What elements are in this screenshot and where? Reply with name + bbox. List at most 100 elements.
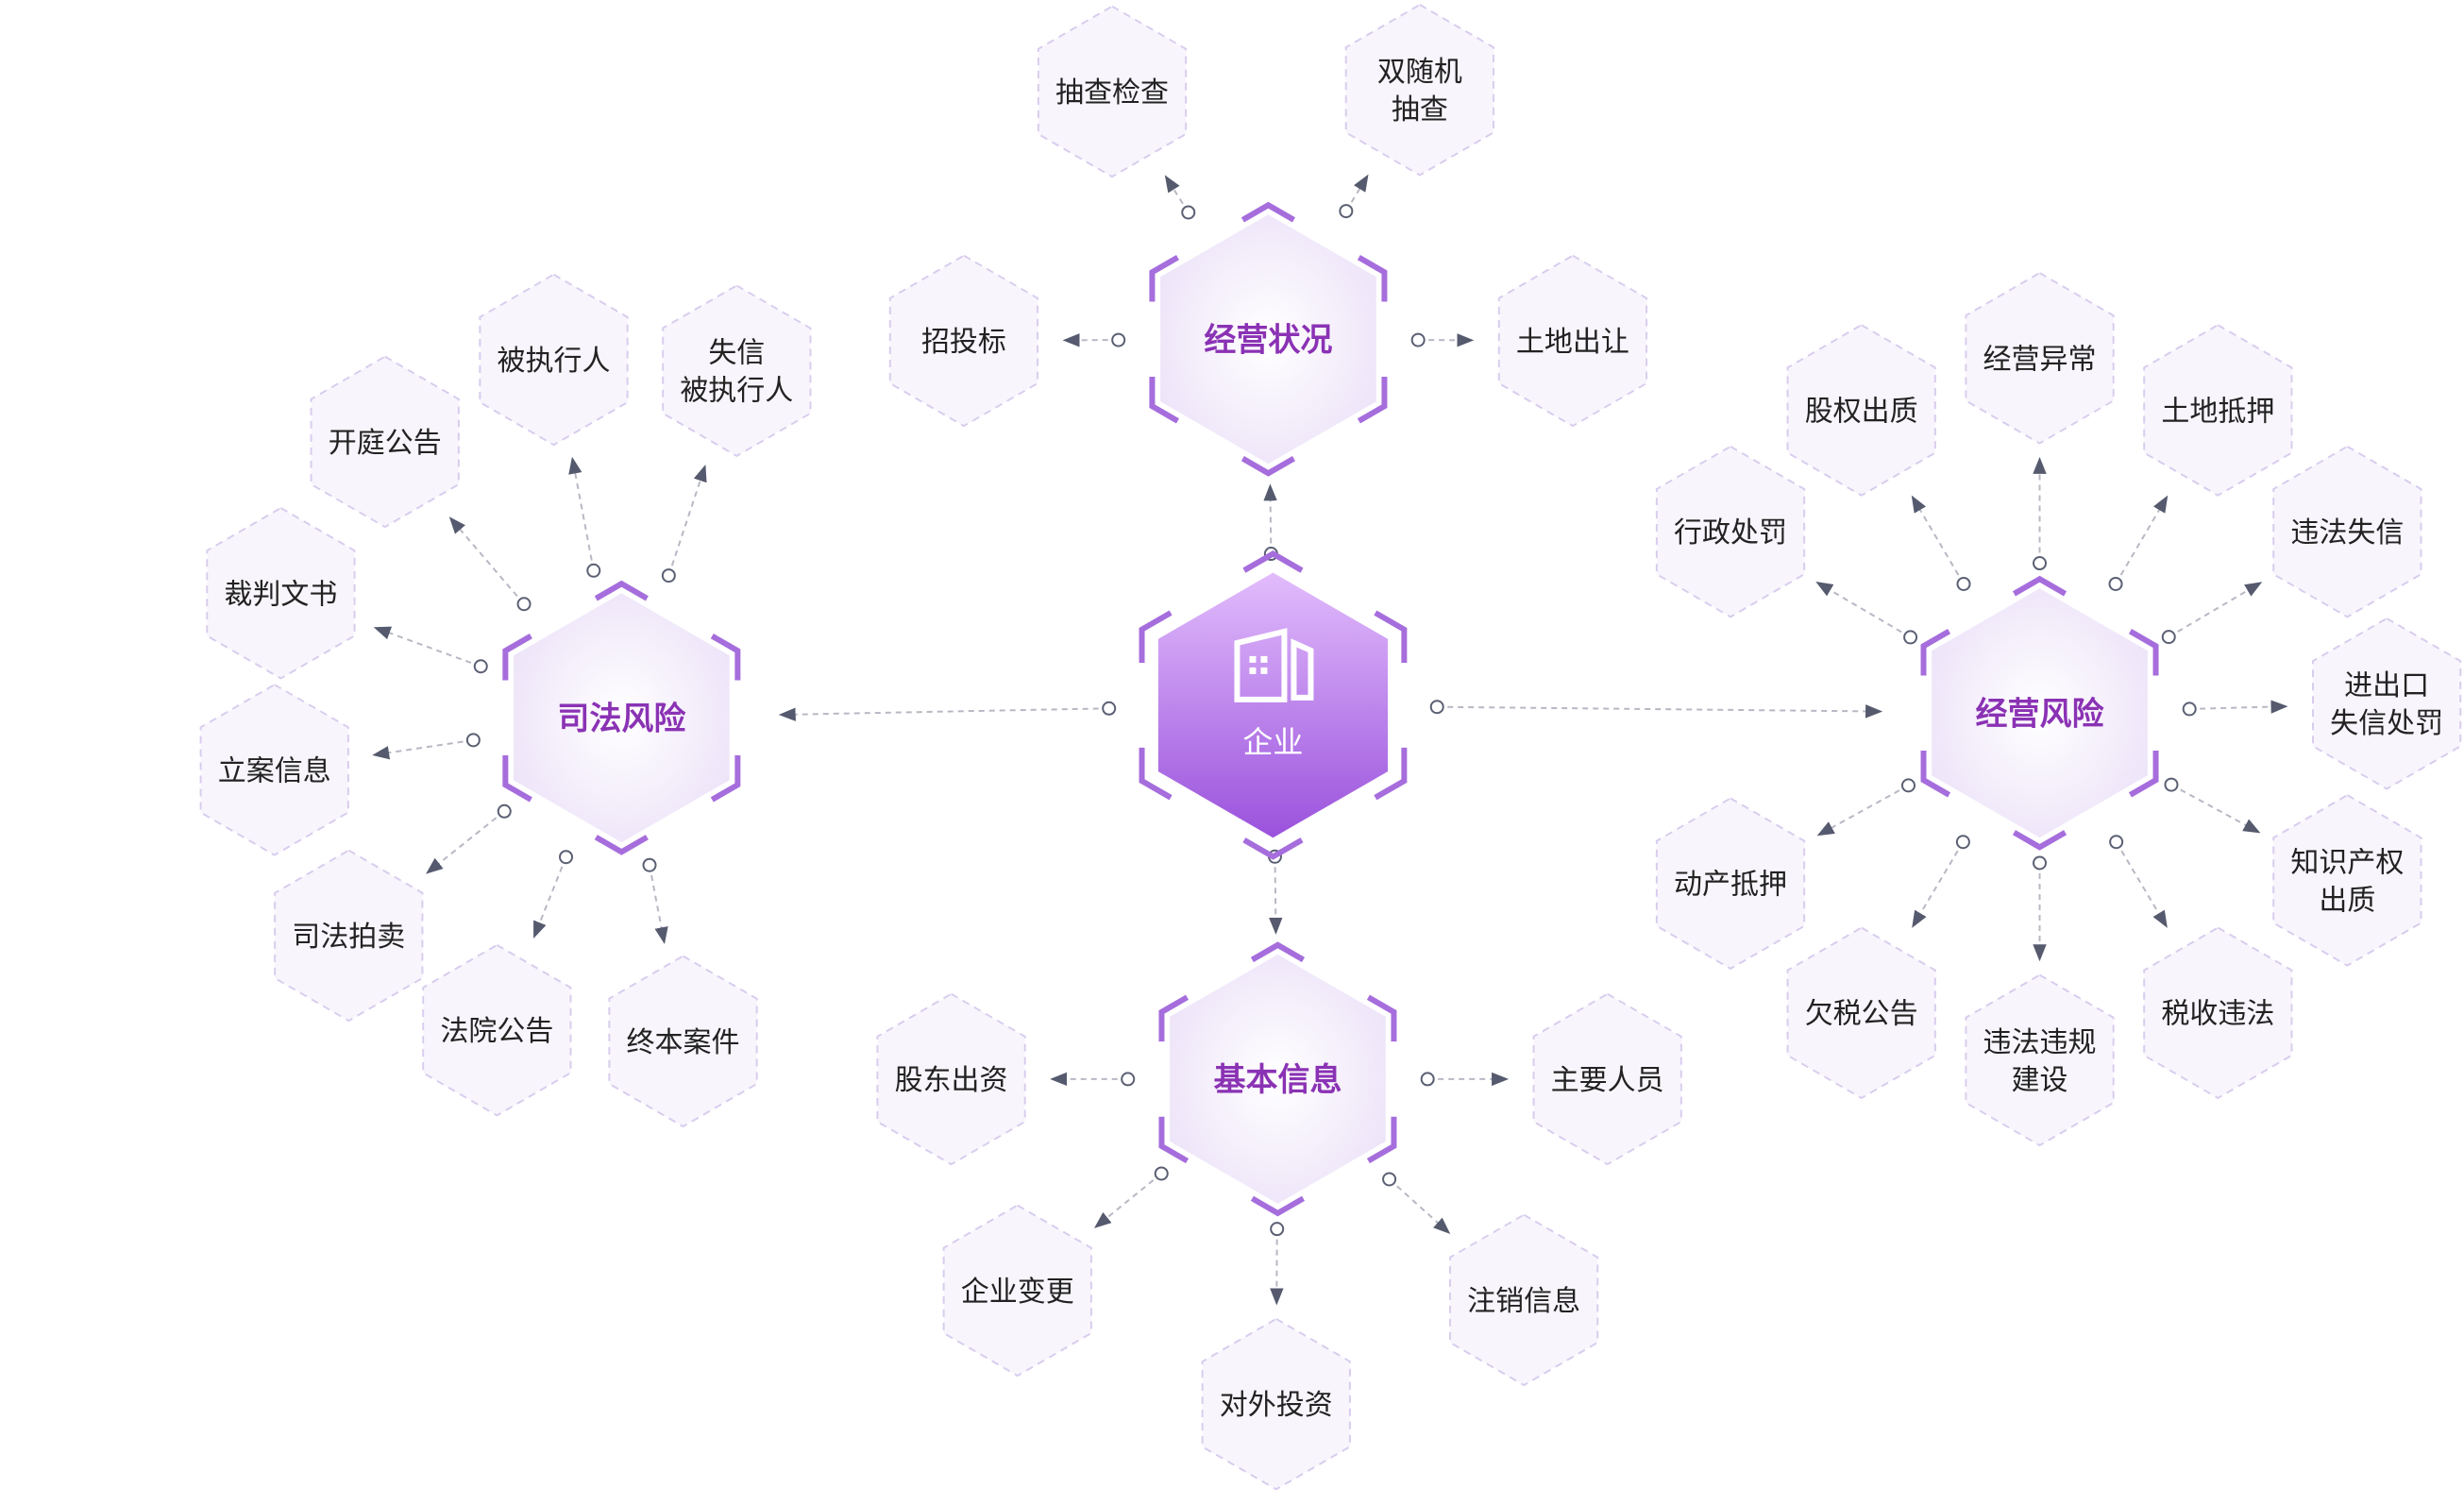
operation-risk-leaf-node[interactable]: 欠税公告: [1786, 926, 1936, 1100]
category-hexagon: [514, 593, 730, 843]
leaf-hexagon: [199, 684, 349, 856]
operation-status-leaf-node[interactable]: 抽查检查: [1037, 5, 1188, 178]
basic-info-leaf-node[interactable]: 主要人员: [1532, 992, 1682, 1166]
node-label: 注销信息: [1467, 1285, 1580, 1318]
connector-dot: [473, 659, 488, 674]
operation-risk-leaf-node[interactable]: 动产抵押: [1655, 797, 1806, 971]
center-hexagon: [1157, 572, 1388, 838]
judicial-risk-leaf-node[interactable]: 开庭公告: [310, 355, 460, 529]
operation-risk-leaf-connector: [1911, 495, 1971, 591]
operation-risk-leaf-node[interactable]: 违法失信: [2272, 445, 2422, 618]
leaf-hexagon: [1965, 271, 2115, 445]
dashed-arrow: [1093, 1173, 1162, 1228]
building-icon-window: [1260, 655, 1268, 663]
basic-info-leaf-node[interactable]: 股东出资: [876, 992, 1026, 1166]
operation-risk-leaf-connector: [1815, 582, 1918, 645]
connector-dot: [497, 803, 512, 819]
judicial-risk-leaf-node[interactable]: 裁判文书: [206, 506, 356, 680]
node-label: 开庭公告: [329, 427, 442, 460]
judicial-risk-leaf-connector: [533, 850, 574, 939]
connector-dot: [1181, 205, 1196, 220]
node-layer: 抽查检查双随机抽查招投标土地出让经营状况被执行人失信被执行人开庭公告裁判文书立案…: [199, 3, 2462, 1491]
connector-dot: [1410, 332, 1426, 347]
center-label: 企业: [1242, 724, 1303, 760]
judicial-risk-leaf-connector: [448, 516, 532, 612]
judicial-risk-leaf-node[interactable]: 司法拍卖: [274, 849, 424, 1023]
leaf-hexagon: [1655, 797, 1806, 971]
judicial-risk-leaf-connector: [373, 626, 488, 674]
center-to-operation-status-connector: [1263, 483, 1278, 562]
connector-dot: [1903, 630, 1918, 645]
dashed-arrow: [2115, 841, 2168, 928]
node-label: 土地抵押: [2161, 395, 2274, 428]
connector-dot: [2182, 702, 2197, 717]
node-label: 违法失信: [2290, 516, 2404, 550]
operation-risk-leaf-node[interactable]: 税收违法: [2143, 926, 2293, 1100]
operation-risk-leaf-node[interactable]: 土地抵押: [2143, 324, 2293, 497]
basic-info-leaf-connector: [1050, 1072, 1136, 1087]
operation-risk-leaf-node[interactable]: 股权出质: [1786, 324, 1936, 497]
leaf-hexagon: [1655, 445, 1806, 618]
building-icon: [1234, 628, 1314, 702]
operation-risk-leaf-connector: [2033, 456, 2048, 571]
leaf-hexagon: [1201, 1317, 1351, 1491]
judicial-risk-category-node[interactable]: 司法风险: [502, 580, 741, 855]
leaf-hexagon: [206, 506, 356, 680]
operation-risk-leaf-connector: [2109, 835, 2168, 928]
operation-risk-category-node[interactable]: 经营风险: [1920, 575, 2159, 851]
leaf-hexagon: [2143, 926, 2293, 1100]
operation-risk-leaf-node[interactable]: 行政处罚: [1655, 445, 1806, 618]
connector-dot: [1429, 700, 1444, 715]
judicial-risk-leaf-node[interactable]: 终本案件: [608, 955, 758, 1128]
basic-info-leaf-node[interactable]: 对外投资: [1201, 1317, 1351, 1491]
connector-dot: [1121, 1072, 1136, 1087]
basic-info-leaf-node[interactable]: 注销信息: [1448, 1213, 1599, 1387]
judicial-risk-leaf-node[interactable]: 被执行人: [479, 273, 629, 447]
building-icon-window: [1249, 655, 1257, 663]
node-label: 终本案件: [627, 1026, 740, 1059]
connector-dot: [1382, 1172, 1397, 1187]
dashed-arrow: [1815, 582, 1912, 638]
center-to-judicial-risk-connector: [778, 701, 1117, 721]
judicial-risk-leaf-connector: [661, 464, 707, 583]
node-label: 被执行人: [680, 375, 793, 408]
operation-status-leaf-connector: [1410, 332, 1475, 347]
leaf-hexagon: [1344, 3, 1494, 177]
leaf-hexagon: [1497, 254, 1648, 428]
basic-info-leaf-node[interactable]: 企业变更: [942, 1204, 1092, 1378]
dashed-arrow: [2168, 582, 2263, 638]
leaf-hexagon: [479, 273, 629, 447]
leaf-hexagon: [888, 254, 1039, 428]
dashed-arrow: [2189, 700, 2288, 714]
operation-risk-leaf-node[interactable]: 经营异常: [1965, 271, 2115, 445]
operation-risk-leaf-connector: [1816, 778, 1916, 837]
leaf-hexagon: [2272, 793, 2422, 967]
dashed-arrow: [1911, 495, 1965, 584]
operation-status-leaf-node[interactable]: 土地出让: [1497, 254, 1648, 428]
category-label: 基本信息: [1213, 1061, 1342, 1099]
node-label: 裁判文书: [224, 578, 337, 611]
operation-status-leaf-connector: [1062, 332, 1126, 347]
connector-dot: [1154, 1166, 1169, 1181]
operation-status-leaf-node[interactable]: 招投标: [888, 254, 1039, 428]
leaf-hexagon: [310, 355, 460, 529]
center-enterprise-node: 企业: [1139, 550, 1408, 860]
judicial-risk-leaf-node[interactable]: 法院公告: [422, 943, 572, 1117]
node-label: 欠税公告: [1805, 998, 1918, 1031]
basic-info-category-node[interactable]: 基本信息: [1158, 941, 1397, 1217]
connector-dot: [2033, 855, 2048, 871]
operation-status-category-node[interactable]: 经营状况: [1149, 201, 1388, 477]
connector-dot: [2161, 630, 2176, 645]
judicial-risk-leaf-node[interactable]: 立案信息: [199, 684, 349, 856]
judicial-risk-leaf-connector: [568, 456, 601, 578]
dashed-arrow: [1269, 856, 1283, 935]
operation-risk-leaf-connector: [2161, 582, 2263, 645]
leaf-hexagon: [1037, 5, 1188, 178]
dashed-arrow: [649, 865, 668, 945]
node-label: 企业变更: [961, 1276, 1074, 1309]
